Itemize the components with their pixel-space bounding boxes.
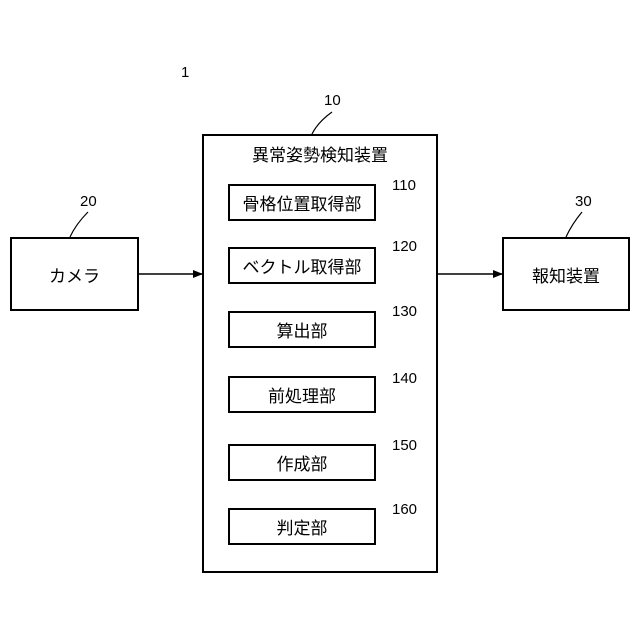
unit-label-calculation: 算出部 bbox=[228, 311, 376, 348]
unit-label-skeleton-position: 骨格位置取得部 bbox=[228, 184, 376, 221]
unit-label-judgment: 判定部 bbox=[228, 508, 376, 545]
camera-label: カメラ bbox=[10, 237, 139, 311]
unit-label-preprocessing: 前処理部 bbox=[228, 376, 376, 413]
unit-ref-160: 160 bbox=[392, 501, 417, 518]
unit-ref-150: 150 bbox=[392, 437, 417, 454]
leader-10 bbox=[312, 112, 332, 134]
camera-ref: 20 bbox=[80, 193, 97, 210]
unit-ref-110: 110 bbox=[392, 177, 416, 194]
unit-ref-130: 130 bbox=[392, 303, 417, 320]
device-title: 異常姿勢検知装置 bbox=[202, 140, 438, 166]
notifier-label: 報知装置 bbox=[502, 237, 630, 311]
device-ref: 10 bbox=[324, 92, 341, 109]
unit-label-vector: ベクトル取得部 bbox=[228, 247, 376, 284]
figure-ref-label: 1 bbox=[181, 64, 189, 81]
unit-label-creation: 作成部 bbox=[228, 444, 376, 481]
unit-ref-140: 140 bbox=[392, 370, 417, 387]
leader-20 bbox=[70, 212, 88, 237]
leader-30 bbox=[566, 212, 582, 237]
unit-ref-120: 120 bbox=[392, 238, 417, 255]
notifier-ref: 30 bbox=[575, 193, 592, 210]
